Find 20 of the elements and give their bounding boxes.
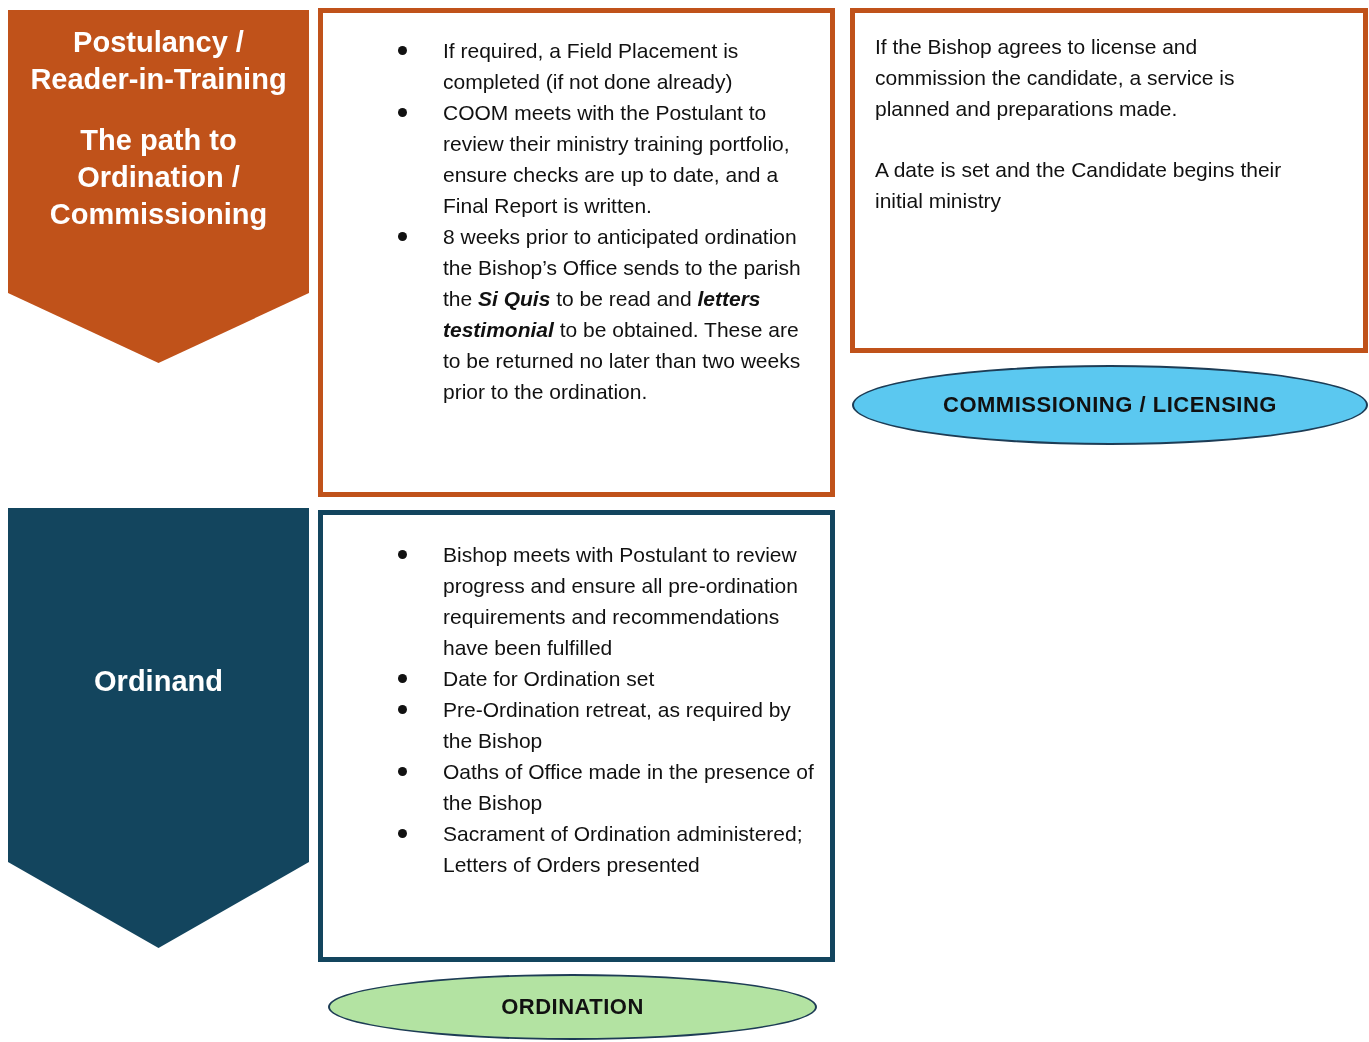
chevron-banner	[8, 10, 309, 363]
bullet-text: 8 weeks prior to anticipated ordination the Bishop’s Office sends to the parish the Si Quis to be read and letters testimonial to be obtained. These are to be returned no later than two weeks prior to the ordination.	[443, 221, 816, 407]
stage-label: COMMISSIONING / LICENSING	[943, 392, 1277, 418]
bullet-text: Bishop meets with Postulant to review progress and ensure all pre-ordination requirements and recommendations have been fulfilled	[443, 539, 816, 663]
text-box	[318, 510, 835, 962]
paragraph-text: A date is set and the Candidate begins their initial ministry	[875, 157, 1283, 214]
bullet-text: Date for Ordination set	[443, 663, 816, 694]
paragraph-text: If the Bishop agrees to license and commission the candidate, a service is planned and preparations made.	[875, 34, 1236, 122]
heading-text: The path to Ordination / Commissioning	[48, 123, 269, 232]
bullet-text: Sacrament of Ordination administered; Letters of Orders presented	[443, 818, 816, 880]
heading-text: Postulancy / Reader-in-Training	[29, 25, 288, 97]
bullet-text: If required, a Field Placement is completed (if not done already)	[443, 35, 816, 97]
stage-label: ORDINATION	[501, 994, 644, 1020]
text-box	[850, 8, 1368, 353]
bullet-text: Pre-Ordination retreat, as required by the Bishop	[443, 694, 816, 756]
text-box	[318, 8, 835, 497]
bullet-text: COOM meets with the Postulant to review their ministry training portfolio, ensure checks are up to date, and a Final Report is written.	[443, 97, 816, 221]
chevron-banner	[8, 508, 309, 948]
heading-text: Ordinand	[93, 664, 224, 699]
bullet-text: Oaths of Office made in the presence of the Bishop	[443, 756, 816, 818]
